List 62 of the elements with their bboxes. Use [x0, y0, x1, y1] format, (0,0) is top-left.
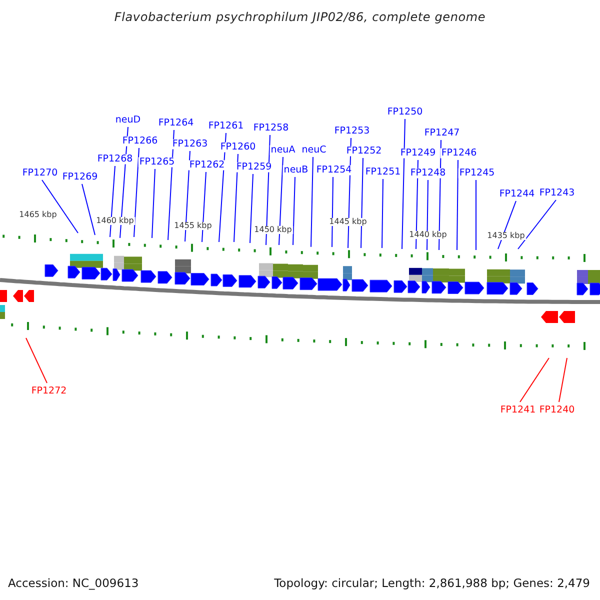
scale-label: 1455 kbp — [173, 222, 213, 230]
leader-line — [152, 168, 156, 238]
gene-label: FP1266 — [121, 136, 159, 146]
scale-label: 1445 kbp — [328, 218, 368, 226]
leader-line — [518, 200, 556, 250]
gene-label: FP1247 — [423, 128, 461, 138]
gene-label: FP1265 — [138, 157, 176, 167]
gene-label: FP1258 — [252, 123, 290, 133]
leader-line — [292, 176, 296, 246]
scale-label: 1440 kbp — [408, 231, 448, 239]
gene-label: FP1240 — [538, 405, 576, 415]
leader-line — [360, 158, 364, 248]
scale-label: 1450 kbp — [253, 226, 293, 234]
diagram-title: Flavobacterium psychrophilum JIP02/86, complete genome — [114, 10, 486, 24]
gene-label: FP1241 — [499, 405, 537, 415]
gene-label: FP1263 — [171, 139, 209, 149]
genome-summary: Topology: circular; Length: 2,861,988 bp; Genes: 2,479 — [274, 576, 590, 590]
gene-label: FP1249 — [399, 148, 437, 158]
gene-label: FP1244 — [498, 189, 536, 199]
leader-line — [456, 160, 458, 250]
gene-label: FP1262 — [188, 160, 226, 170]
leader-line — [382, 178, 384, 248]
leader-line — [26, 338, 48, 384]
gene-label: FP1270 — [21, 168, 59, 178]
leader-line — [234, 154, 238, 242]
scale-label: 1465 kbp — [18, 211, 58, 219]
scale-label: 1435 kbp — [486, 232, 526, 240]
leader-line — [558, 358, 568, 402]
scale-label: 1460 kbp — [95, 217, 135, 225]
gene-label: FP1269 — [61, 172, 99, 182]
leader-line — [250, 174, 254, 244]
leader-line — [402, 118, 406, 250]
gene-label: FP1260 — [219, 142, 257, 152]
gene-label: FP1243 — [538, 188, 576, 198]
gene-label: neuD — [114, 115, 142, 125]
gene-label: FP1248 — [409, 168, 447, 178]
leader-line — [202, 172, 206, 242]
gene-label: FP1272 — [30, 386, 68, 396]
gene-label: FP1245 — [458, 168, 496, 178]
leader-line — [110, 166, 116, 238]
leader-line — [520, 358, 550, 402]
gene-label: FP1253 — [333, 126, 371, 136]
leader-line — [42, 180, 78, 234]
leader-line — [278, 156, 284, 246]
gene-label: FP1261 — [207, 121, 245, 131]
gene-label: neuB — [282, 165, 310, 175]
leader-line — [82, 184, 96, 236]
gene-label: FP1264 — [157, 118, 195, 128]
leader-line — [310, 156, 314, 248]
gene-label: neuC — [300, 145, 328, 155]
gene-label: FP1246 — [440, 148, 478, 158]
gene-label: FP1250 — [386, 107, 424, 117]
leader-line — [134, 148, 140, 238]
leader-line — [332, 176, 334, 248]
gene-label: FP1252 — [345, 146, 383, 156]
gene-label: FP1251 — [364, 167, 402, 177]
gene-label: neuA — [270, 145, 296, 155]
accession-number: Accession: NC_009613 — [8, 576, 139, 590]
gene-label: FP1268 — [96, 154, 134, 164]
gene-label: FP1259 — [235, 162, 273, 172]
gene-label: FP1254 — [315, 165, 353, 175]
leader-line — [426, 180, 428, 250]
